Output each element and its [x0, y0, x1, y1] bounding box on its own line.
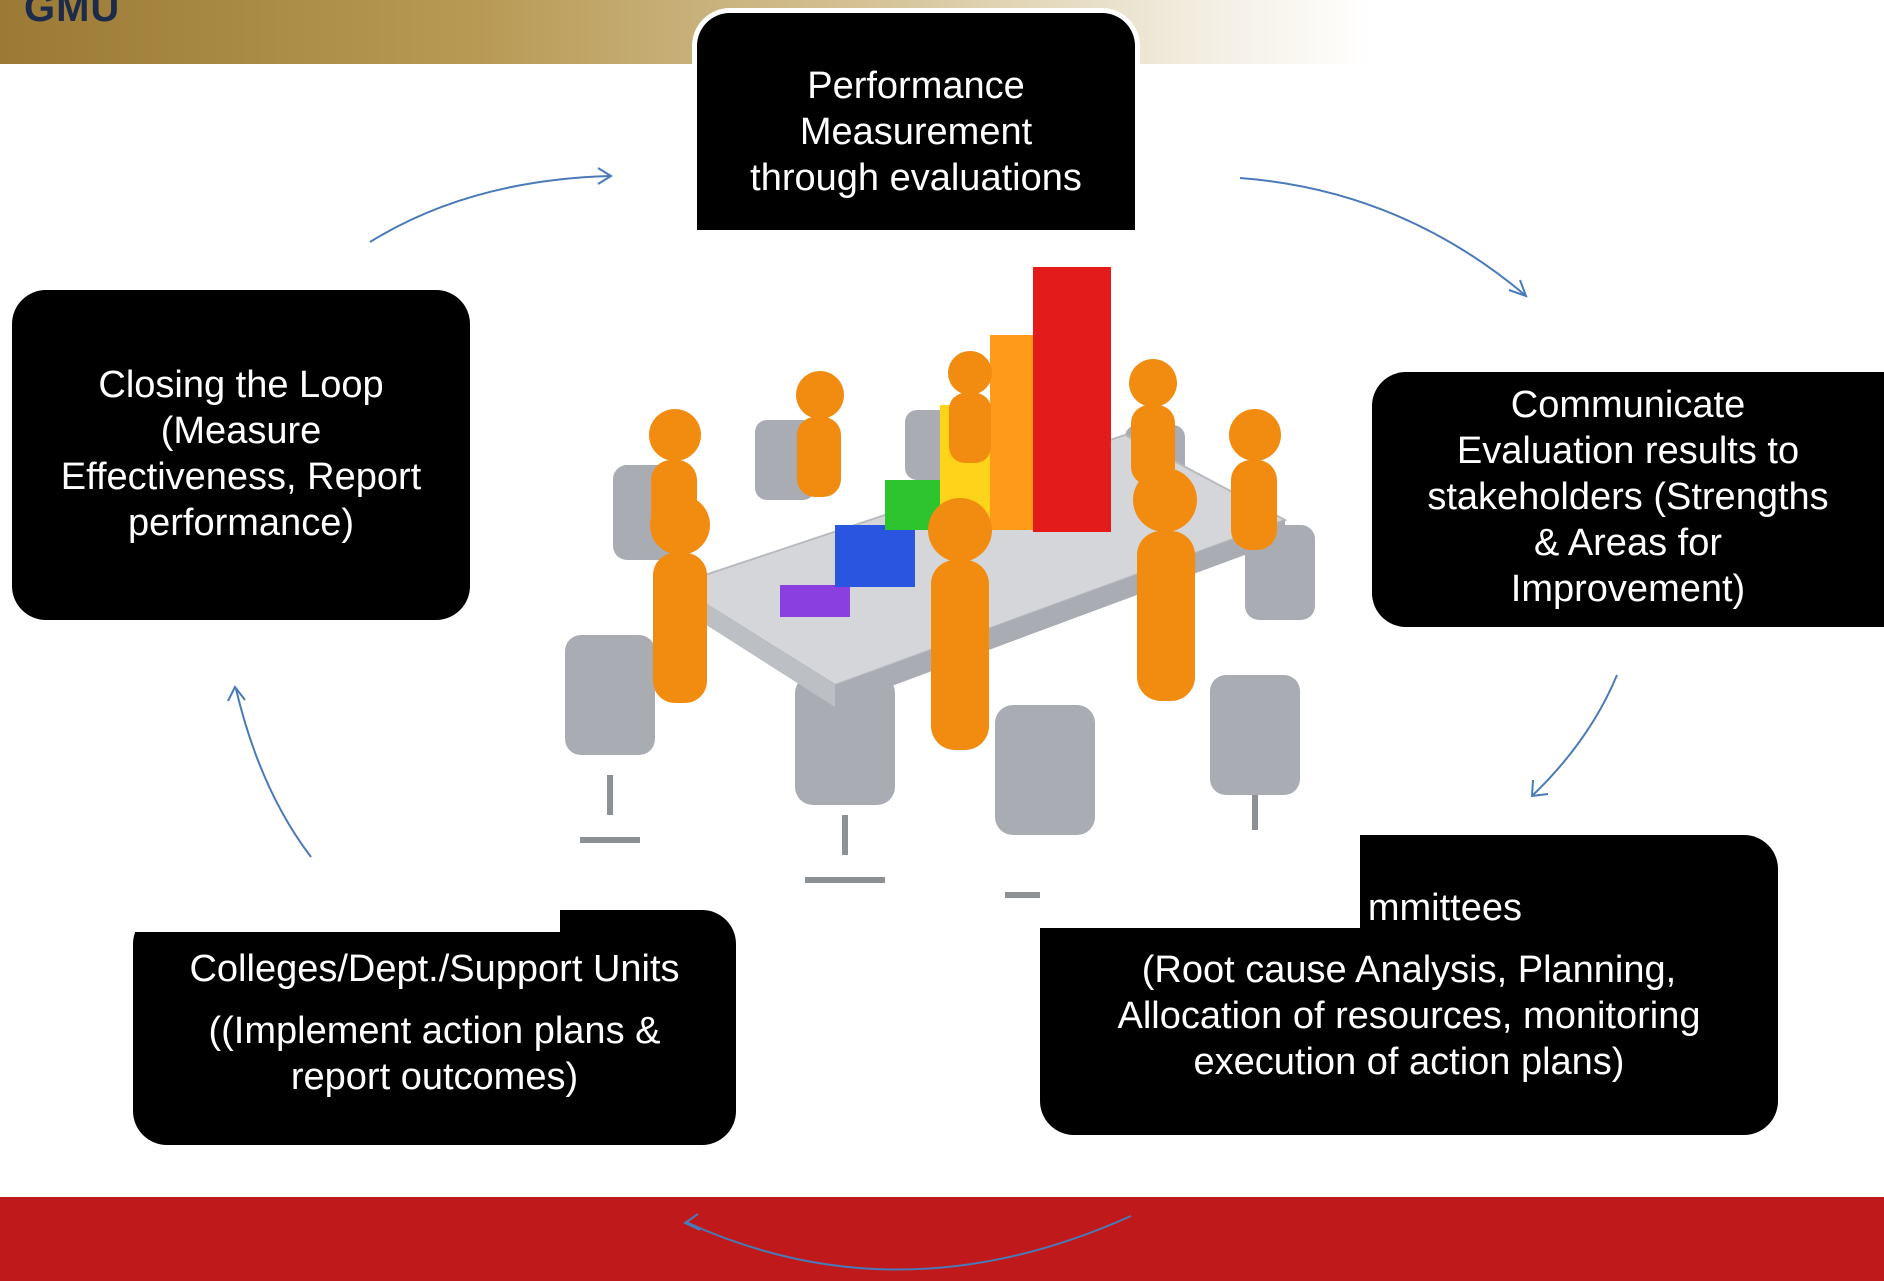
- step-closing-label: Closing the Loop (Measure Effectiveness,…: [60, 364, 422, 544]
- meeting-bar-chart-icon: [565, 267, 1315, 898]
- step-closing-the-loop: Closing the Loop (Measure Effectiveness,…: [12, 290, 470, 620]
- gmu-logo: GMU: [24, 0, 121, 30]
- step-performance-measurement: Performance Measurement through evaluati…: [692, 8, 1140, 230]
- step-committees: mmittees (Root cause Analysis, Planning,…: [1040, 835, 1778, 1135]
- box-cutout: [1040, 835, 1360, 928]
- footer-band: [0, 1197, 1884, 1281]
- people-figures: [649, 351, 1281, 750]
- arrow-colleges-to-closing: [235, 688, 312, 858]
- arrowhead-2: [1508, 279, 1528, 298]
- step-colleges-units: Colleges/Dept./Support Units ((Implement…: [133, 910, 736, 1145]
- arrowhead-5: [227, 685, 246, 702]
- arrow-communicate-to-committees: [1532, 674, 1618, 796]
- step-performance-label: Performance Measurement through evaluati…: [750, 65, 1082, 199]
- arrowhead-3: [1530, 779, 1549, 798]
- step-colleges-label: ((Implement action plans & report outcom…: [208, 1010, 661, 1098]
- step-committees-title: mmittees: [1367, 887, 1522, 929]
- step-colleges-title: Colleges/Dept./Support Units: [189, 948, 680, 990]
- arrow-closing-to-performance: [369, 175, 611, 243]
- step-committees-label: (Root cause Analysis, Planning, Allocati…: [1117, 949, 1701, 1083]
- arrowhead-1: [597, 167, 613, 185]
- box-cutout: [133, 910, 560, 932]
- step-communicate-label: Communicate Evaluation results to stakeh…: [1427, 384, 1829, 610]
- step-communicate-results: Communicate Evaluation results to stakeh…: [1372, 372, 1884, 627]
- header-band: GMU: [0, 0, 1370, 64]
